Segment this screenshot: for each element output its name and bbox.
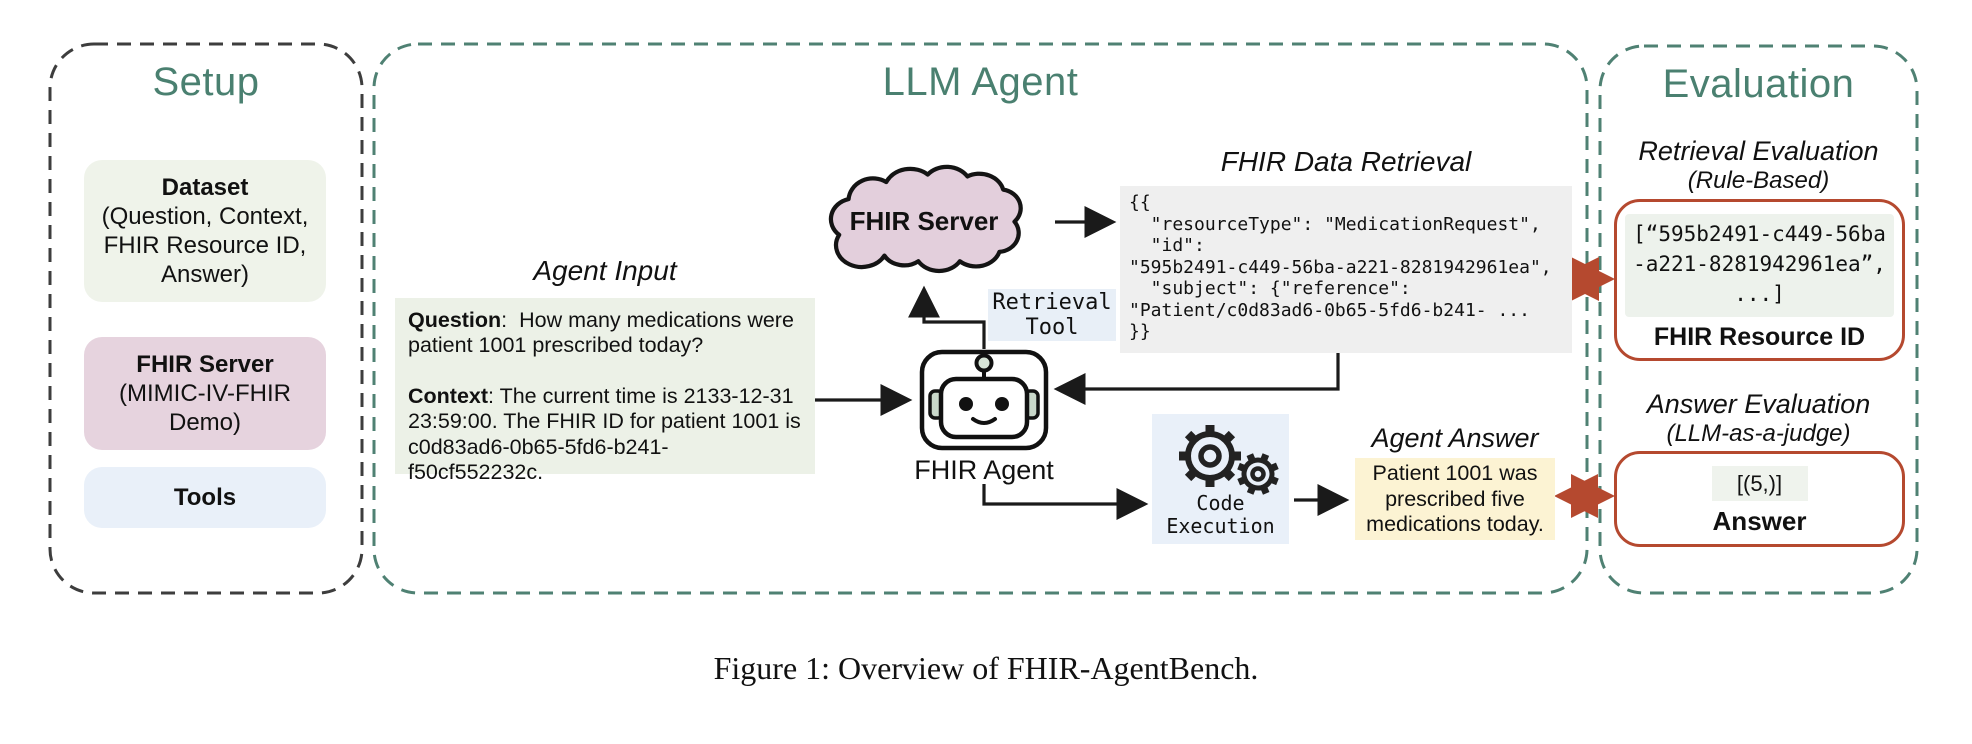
cloud-label: FHIR Server — [849, 206, 999, 236]
llm-agent-panel-title: LLM Agent — [882, 60, 1079, 104]
fhir-server-box-subtitle: (MIMIC-IV-FHIR Demo) — [119, 380, 291, 436]
dataset-box-title: Dataset — [161, 174, 249, 201]
context-text: : The current time is 2133-12-31 23:59:0… — [408, 383, 807, 485]
llm-agent-panel-border — [372, 42, 1589, 595]
fhir-server-box: FHIR Server (MIMIC-IV-FHIR Demo) — [84, 337, 326, 450]
answer-value-label: Answer — [1712, 506, 1807, 536]
fhir-server-box-title: FHIR Server — [136, 351, 274, 378]
answer-evaluation-box: [(5,)] Answer — [1614, 451, 1905, 547]
fhir-data-retrieval-title: FHIR Data Retrieval — [1220, 146, 1472, 177]
retrieval-evaluation-title: Retrieval Evaluation — [1638, 136, 1879, 166]
dataset-box-subtitle: (Question, Context, FHIR Resource ID, An… — [101, 203, 309, 288]
question-text: : How many medications were patient 1001… — [408, 308, 800, 358]
agent-input-title: Agent Input — [533, 255, 677, 286]
answer-evaluation-title: Answer Evaluation — [1646, 389, 1871, 419]
evaluation-panel-title: Evaluation — [1662, 62, 1855, 106]
fhir-resource-id-code: [“595b2491-c449-56ba -a221-8281942961ea”… — [1625, 214, 1894, 317]
retrieval-tool-label: Retrieval Tool — [988, 289, 1116, 341]
retrieval-evaluation-subtitle: (Rule-Based) — [1687, 167, 1830, 194]
arrow-retrieval-to-agent — [1053, 353, 1340, 405]
agent-input-box: Question: How many medications were pati… — [395, 298, 815, 484]
arrow-agent-to-cloud — [908, 285, 986, 349]
retrieval-evaluation-box: [“595b2491-c449-56ba -a221-8281942961ea”… — [1614, 199, 1905, 361]
agent-input-question: Question: How many medications were pati… — [408, 308, 802, 359]
setup-panel-border — [48, 42, 364, 595]
fhir-agent-label: FHIR Agent — [914, 455, 1054, 485]
code-execution-box: Code Execution — [1152, 414, 1289, 544]
fhir-resource-id-label: FHIR Resource ID — [1653, 323, 1866, 351]
tools-box: Tools — [84, 467, 326, 528]
setup-panel-title: Setup — [152, 60, 260, 104]
agent-answer-box: Patient 1001 was prescribed five medicat… — [1355, 458, 1555, 540]
robot-icon — [919, 349, 1049, 451]
gears-icon — [1179, 425, 1279, 495]
tools-box-title: Tools — [173, 484, 237, 511]
cloud-icon — [828, 164, 1023, 274]
answer-value: [(5,)] — [1711, 466, 1808, 501]
figure-caption: Figure 1: Overview of FHIR-AgentBench. — [713, 650, 1259, 686]
question-label: Question — [408, 308, 502, 332]
agent-input-context: Context: The current time is 2133-12-31 … — [408, 384, 802, 486]
code-execution-label: Code Execution — [1166, 491, 1275, 538]
context-label: Context — [408, 383, 489, 408]
fhir-data-retrieval-code: {{ "resourceType": "MedicationRequest", … — [1120, 186, 1572, 353]
answer-evaluation-subtitle: (LLM-as-a-judge) — [1666, 420, 1851, 447]
arrow-agent-to-codeexec — [982, 484, 1149, 520]
dataset-box: Dataset (Question, Context, FHIR Resourc… — [84, 160, 326, 302]
agent-answer-title: Agent Answer — [1371, 423, 1539, 453]
